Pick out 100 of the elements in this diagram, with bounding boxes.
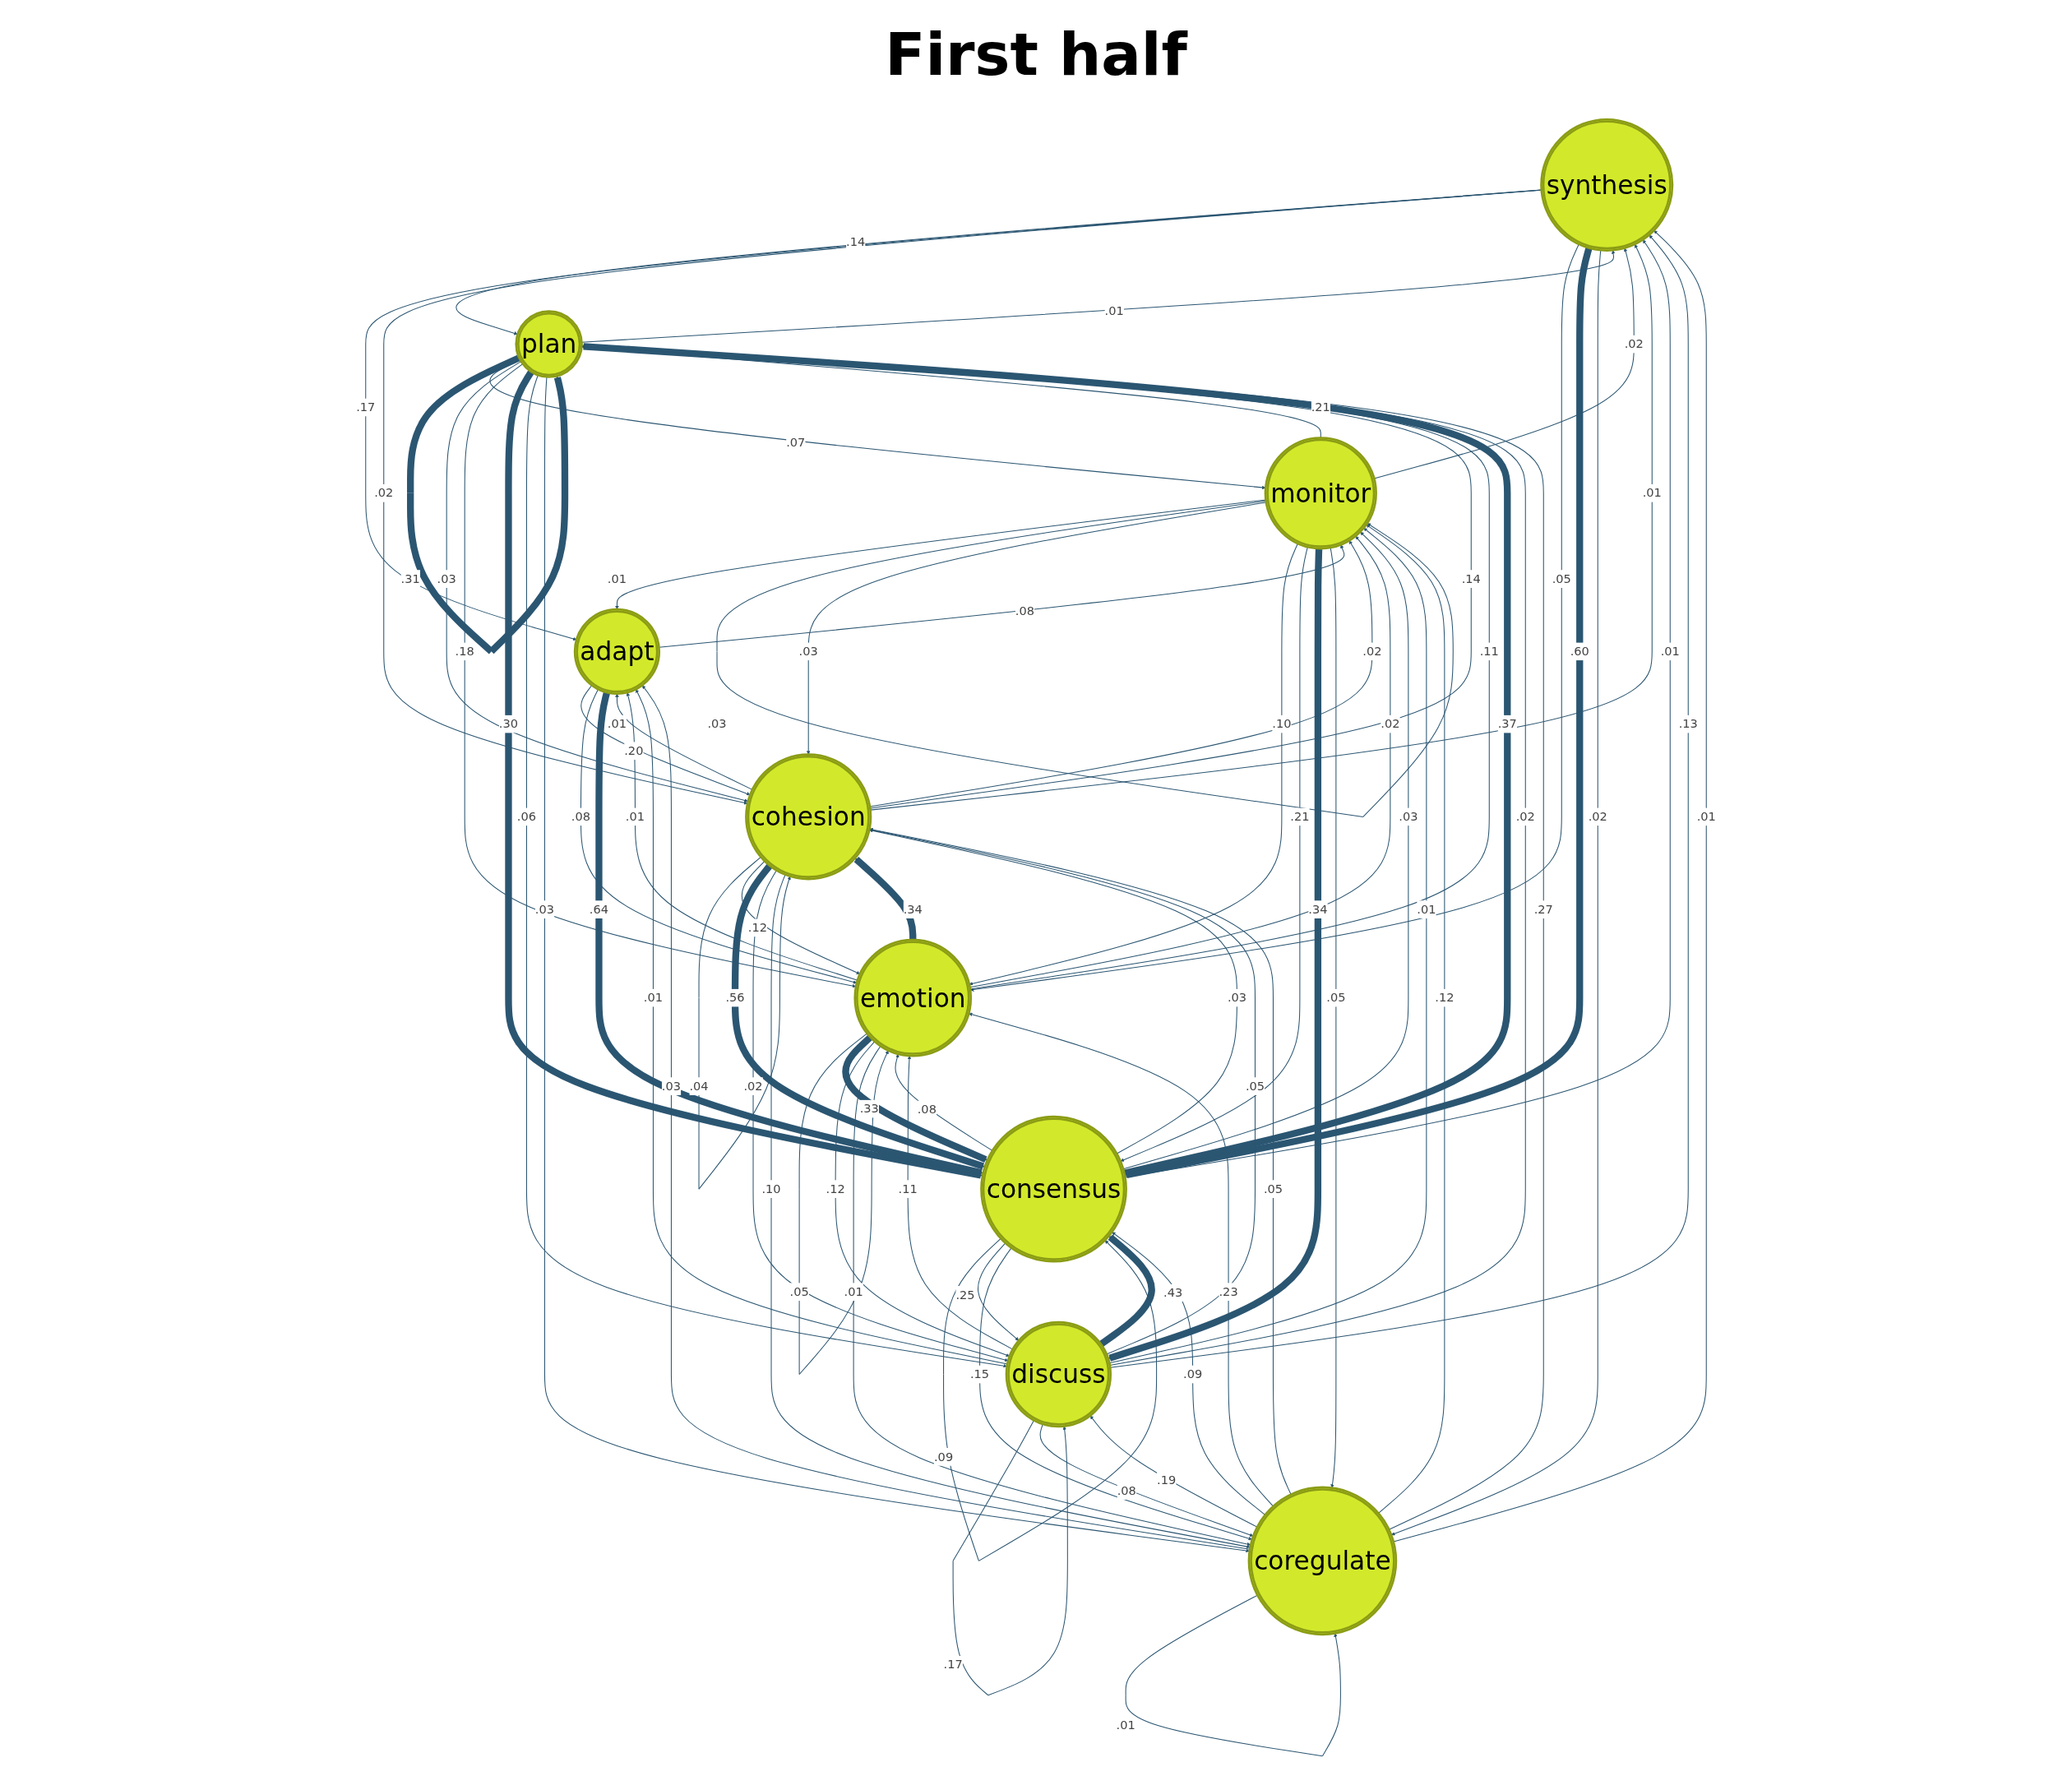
edge-label: .43 bbox=[1163, 1285, 1183, 1300]
arrow bbox=[505, 369, 983, 1179]
arrow bbox=[978, 1242, 1020, 1341]
edge-label: .31 bbox=[400, 571, 420, 585]
arrow bbox=[1039, 1422, 1254, 1537]
edge-label: .56 bbox=[725, 990, 745, 1005]
edge-label: .02 bbox=[1381, 716, 1400, 731]
edge-label: .05 bbox=[1326, 990, 1346, 1005]
arrow bbox=[581, 344, 1544, 1530]
edge-label: .04 bbox=[689, 1078, 709, 1093]
edge-label: .05 bbox=[1552, 571, 1571, 585]
edge-label: .06 bbox=[516, 809, 537, 824]
edge-label: .03 bbox=[437, 571, 456, 585]
edge-label: .03 bbox=[1227, 990, 1247, 1005]
arrow bbox=[641, 684, 1251, 1550]
edge-label: .09 bbox=[933, 1449, 954, 1464]
arrow bbox=[1390, 249, 1602, 1535]
edge-label: .60 bbox=[1570, 644, 1589, 659]
edge-label: .01 bbox=[607, 716, 627, 731]
edge-label: .01 bbox=[1116, 1718, 1135, 1732]
edge-label: .01 bbox=[607, 571, 627, 585]
edge-label: .13 bbox=[1678, 716, 1698, 731]
arrow bbox=[1124, 247, 1593, 1178]
edge-label: .05 bbox=[1263, 1181, 1283, 1196]
arrow bbox=[752, 869, 1009, 1362]
edge-label: .17 bbox=[943, 1657, 963, 1672]
arrow bbox=[383, 189, 1542, 805]
arrow bbox=[1330, 547, 1337, 1488]
edge-label: .08 bbox=[1015, 604, 1034, 618]
arrow bbox=[798, 1032, 889, 1375]
arrow bbox=[543, 376, 1250, 1552]
arrow bbox=[731, 863, 985, 1169]
arrow bbox=[446, 360, 748, 802]
edge-label: .27 bbox=[1533, 901, 1553, 916]
edge-label: .15 bbox=[969, 1367, 990, 1381]
edge-label: .03 bbox=[661, 1078, 682, 1093]
edge-label: .17 bbox=[356, 400, 376, 414]
edge-label: .23 bbox=[1219, 1283, 1238, 1299]
arrow bbox=[969, 543, 1298, 985]
arrow bbox=[741, 860, 861, 974]
edge-label: .34 bbox=[903, 901, 923, 916]
edge-label: .02 bbox=[1588, 809, 1607, 824]
edge-label: .34 bbox=[1308, 901, 1328, 916]
edge-label: .19 bbox=[1157, 1472, 1177, 1487]
arrow bbox=[869, 827, 1292, 1495]
arrow bbox=[770, 873, 1251, 1548]
edge-label: .12 bbox=[826, 1181, 845, 1196]
arrow bbox=[581, 342, 1511, 1177]
edge-label: .02 bbox=[1362, 644, 1382, 659]
edge-label: .01 bbox=[625, 809, 645, 824]
edge-label: .25 bbox=[955, 1287, 975, 1302]
edge-label: .11 bbox=[898, 1181, 918, 1196]
edge-label: .02 bbox=[374, 485, 394, 500]
edge-label: .01 bbox=[1660, 644, 1680, 659]
edge-label: .10 bbox=[1272, 716, 1292, 731]
arrow bbox=[1089, 1415, 1258, 1528]
arrow bbox=[952, 1419, 1068, 1695]
arrow bbox=[1366, 524, 1445, 1514]
arrow bbox=[525, 374, 1007, 1367]
edge-label: .12 bbox=[747, 920, 767, 935]
edge-label: .09 bbox=[1183, 1367, 1203, 1381]
arrow bbox=[464, 363, 857, 987]
edge-label: .02 bbox=[1624, 336, 1644, 351]
edge-label: .21 bbox=[1290, 809, 1310, 824]
edge-label: .14 bbox=[846, 234, 866, 249]
edge-label: .64 bbox=[589, 901, 609, 916]
arrow bbox=[659, 543, 1345, 648]
arrow bbox=[407, 354, 569, 654]
arrow bbox=[1125, 1594, 1341, 1756]
edge-label: .03 bbox=[707, 716, 727, 731]
arrow bbox=[1109, 234, 1689, 1368]
arrow bbox=[580, 688, 858, 984]
arrow bbox=[626, 691, 858, 981]
arrow bbox=[1098, 1233, 1155, 1347]
edge-label: .03 bbox=[534, 901, 555, 916]
arrow bbox=[895, 1053, 993, 1151]
edge-label: .05 bbox=[1245, 1078, 1265, 1093]
edge-label: .11 bbox=[1479, 644, 1499, 659]
arrow bbox=[636, 688, 1008, 1364]
arrow bbox=[1112, 1231, 1266, 1515]
edge-label: .08 bbox=[1117, 1482, 1136, 1497]
arrow bbox=[835, 1040, 1011, 1357]
arrow bbox=[969, 243, 1579, 992]
arrow bbox=[968, 1012, 1274, 1506]
edge-label: .03 bbox=[798, 644, 818, 659]
edge-label: .01 bbox=[643, 990, 664, 1005]
edge-label: .18 bbox=[455, 644, 474, 659]
arrow bbox=[1108, 548, 1323, 1362]
arrow bbox=[853, 856, 917, 940]
edge-label: .05 bbox=[789, 1283, 809, 1299]
edge-label: .03 bbox=[1399, 809, 1418, 824]
arrow bbox=[1393, 229, 1707, 1542]
diagram-title: First half bbox=[885, 20, 1187, 89]
edge-label: .01 bbox=[1642, 485, 1662, 500]
arrow bbox=[580, 684, 751, 795]
arrow bbox=[853, 1045, 1251, 1546]
edge-label: .01 bbox=[844, 1283, 863, 1299]
arrow bbox=[581, 344, 1526, 1366]
edge-label: .14 bbox=[1461, 571, 1481, 585]
arrow bbox=[943, 1237, 1158, 1561]
